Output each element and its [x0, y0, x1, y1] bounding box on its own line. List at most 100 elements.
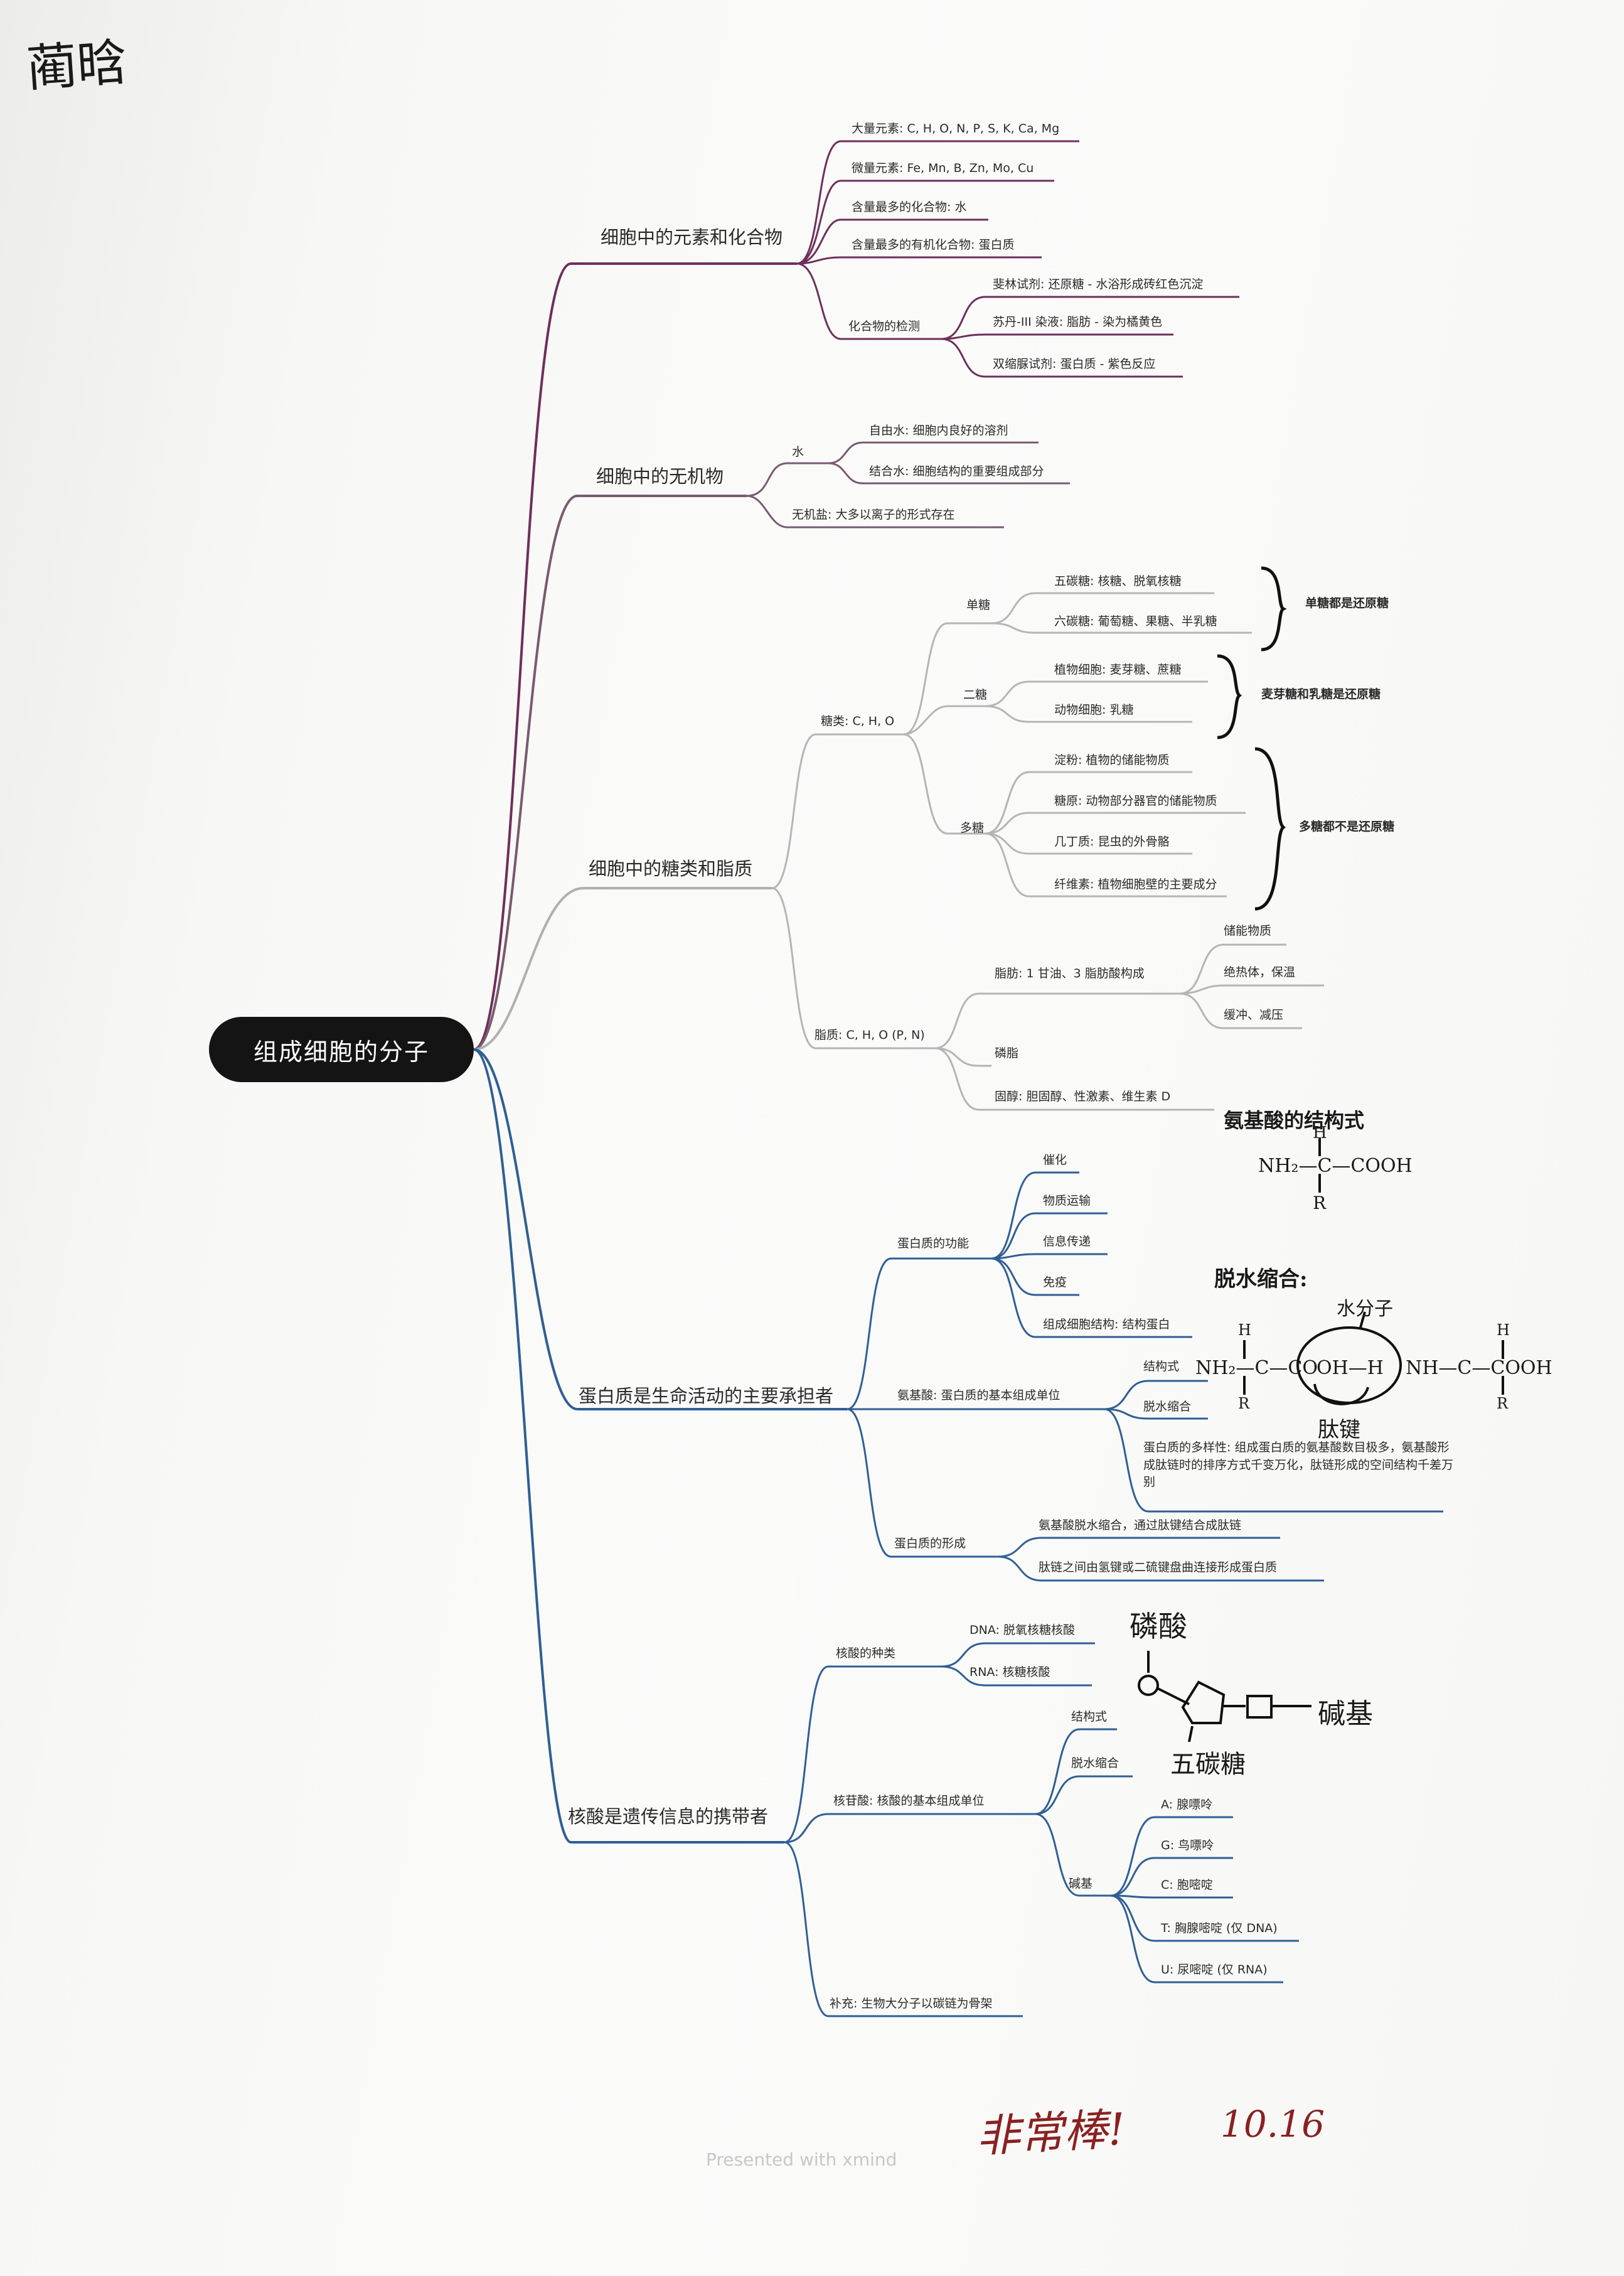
node-protein-function[interactable]: 蛋白质的功能: [897, 1237, 970, 1250]
branch-elements[interactable]: 细胞中的元素和化合物: [601, 227, 783, 248]
handwritten-date: 10.16: [1221, 2103, 1325, 2145]
node-phospholipid[interactable]: 磷脂: [995, 1046, 1019, 1060]
edge-root-protein: [473, 1048, 847, 1410]
brace-polysaccharide: [1254, 747, 1286, 911]
node-starch[interactable]: 淀粉: 植物的储能物质: [1054, 753, 1170, 767]
edge-root-sugars: [473, 887, 772, 1051]
water-pointer: [1359, 1311, 1366, 1328]
node-most-organic[interactable]: 含量最多的有机化合物: 蛋白质: [852, 238, 1015, 252]
phosphate-circle: [1138, 1675, 1159, 1696]
node-base-t[interactable]: T: 胸腺嘧啶 (仅 DNA): [1161, 1921, 1278, 1935]
brace-monosaccharide: [1261, 566, 1287, 652]
handwritten-phosphate: 磷酸: [1130, 1609, 1187, 1643]
node-chitin[interactable]: 几丁质: 昆虫的外骨骼: [1054, 835, 1170, 849]
handwritten-cond-circle: OH—H: [1317, 1357, 1384, 1379]
node-base-u[interactable]: U: 尿嘧啶 (仅 RNA): [1161, 1963, 1268, 1977]
node-nucleic-types[interactable]: 核酸的种类: [836, 1646, 896, 1660]
sugar-pointer: [1188, 1726, 1194, 1742]
node-amino-condensation[interactable]: 脱水缩合: [1143, 1400, 1192, 1414]
handwritten-cond-left: NH₂—C—CO: [1195, 1357, 1318, 1379]
node-fehling[interactable]: 斐林试剂: 还原糖 - 水浴形成砖红色沉淀: [993, 277, 1204, 291]
base-box: [1246, 1695, 1273, 1719]
node-bases[interactable]: 碱基: [1069, 1877, 1093, 1891]
node-polysaccharide[interactable]: 多糖: [960, 821, 985, 835]
node-lipids[interactable]: 脂质: C, H, O (P, N): [815, 1028, 925, 1042]
handwritten-water-label: 水分子: [1337, 1298, 1393, 1320]
node-protein-formation[interactable]: 蛋白质的形成: [894, 1537, 966, 1550]
branch-sugars-lipids[interactable]: 细胞中的糖类和脂质: [589, 858, 753, 879]
handwritten-signature: 蔺晗: [24, 33, 129, 99]
node-sudan[interactable]: 苏丹-III 染液: 脂肪 - 染为橘黄色: [993, 315, 1163, 329]
peptide-bracket: [1313, 1383, 1369, 1405]
node-structural-protein[interactable]: 组成细胞结构: 结构蛋白: [1043, 1318, 1170, 1331]
edge-root-nucleic: [473, 1048, 784, 1844]
xmind-footer: Presented with xmind: [706, 2149, 897, 2170]
branch-protein[interactable]: 蛋白质是生命活动的主要承担者: [579, 1385, 834, 1407]
root-node[interactable]: 组成细胞的分子: [209, 1017, 474, 1082]
node-fat[interactable]: 脂肪: 1 甘油、3 脂肪酸构成: [995, 967, 1145, 980]
node-free-water[interactable]: 自由水: 细胞内良好的溶剂: [869, 424, 1008, 437]
node-protein-diversity[interactable]: 蛋白质的多样性: 组成蛋白质的氨基酸数目极多，氨基酸形成肽链时的排序方式千变万化…: [1143, 1441, 1454, 1490]
node-macro-elements[interactable]: 大量元素: C, H, O, N, P, S, K, Ca, Mg: [852, 122, 1060, 136]
node-monosaccharide[interactable]: 单糖: [966, 598, 991, 612]
node-nucleotide-structure[interactable]: 结构式: [1071, 1710, 1108, 1724]
node-most-compound[interactable]: 含量最多的化合物: 水: [852, 200, 967, 214]
node-transport[interactable]: 物质运输: [1043, 1194, 1091, 1208]
node-protein-folding[interactable]: 肽链之间由氢键或二硫键盘曲连接形成蛋白质: [1039, 1560, 1278, 1574]
node-base-a[interactable]: A: 腺嘌呤: [1161, 1798, 1213, 1812]
node-carbon-skeleton[interactable]: 补充: 生物大分子以碳链为骨架: [830, 1997, 993, 2010]
node-biuret[interactable]: 双缩脲试剂: 蛋白质 - 紫色反应: [993, 357, 1156, 371]
node-base-c[interactable]: C: 胞嘧啶: [1161, 1878, 1213, 1892]
node-detection[interactable]: 化合物的检测: [848, 319, 921, 333]
edge-root-inorganic: [473, 495, 747, 1051]
handwritten-cond-r-left: R: [1238, 1395, 1250, 1412]
node-amino-structure[interactable]: 结构式: [1143, 1360, 1180, 1373]
node-cellulose[interactable]: 纤维素: 植物细胞壁的主要成分: [1054, 878, 1217, 891]
branch-inorganic[interactable]: 细胞中的无机物: [596, 466, 724, 487]
handwritten-amino-h: H: [1313, 1124, 1327, 1142]
node-amino-acid[interactable]: 氨基酸: 蛋白质的基本组成单位: [897, 1388, 1060, 1402]
handwritten-sugar: 五碳糖: [1170, 1750, 1246, 1779]
node-pentose[interactable]: 五碳糖: 核糖、脱氧核糖: [1054, 574, 1182, 588]
node-disaccharide[interactable]: 二糖: [963, 688, 988, 702]
node-trace-elements[interactable]: 微量元素: Fe, Mn, B, Zn, Mo, Cu: [852, 161, 1034, 175]
handwritten-praise: 非常棒!: [975, 2103, 1127, 2163]
note-monosaccharide-reducing: 单糖都是还原糖: [1305, 596, 1389, 610]
note-disaccharide-reducing: 麦芽糖和乳糖是还原糖: [1261, 687, 1381, 701]
node-carbohydrates[interactable]: 糖类: C, H, O: [821, 714, 895, 728]
node-immunity[interactable]: 免疫: [1043, 1275, 1067, 1289]
node-catalysis[interactable]: 催化: [1043, 1153, 1067, 1167]
node-water[interactable]: 水: [792, 445, 804, 459]
phosphate-sugar-bond: [1157, 1687, 1190, 1705]
handwritten-peptide-label: 肽键: [1318, 1417, 1360, 1442]
node-insulation[interactable]: 绝热体，保温: [1224, 965, 1296, 979]
node-energy-storage[interactable]: 储能物质: [1224, 924, 1272, 938]
handwritten-cond-h-left: H: [1238, 1321, 1251, 1339]
note-polysaccharide-nonreducing: 多糖都不是还原糖: [1299, 820, 1395, 834]
node-signaling[interactable]: 信息传递: [1043, 1235, 1091, 1248]
handwritten-cond-h-right: H: [1497, 1321, 1510, 1339]
node-base-g[interactable]: G: 鸟嘌呤: [1161, 1839, 1214, 1852]
node-hexose[interactable]: 六碳糖: 葡萄糖、果糖、半乳糖: [1054, 615, 1217, 628]
handwritten-cond-right: NH—C—COOH: [1406, 1357, 1552, 1379]
handwritten-cond-r-right: R: [1497, 1395, 1509, 1412]
branch-nucleic-acid[interactable]: 核酸是遗传信息的携带者: [568, 1806, 769, 1827]
node-animal-disaccharide[interactable]: 动物细胞: 乳糖: [1054, 703, 1134, 717]
node-nucleotide-condensation[interactable]: 脱水缩合: [1071, 1756, 1119, 1770]
node-nucleotide[interactable]: 核苷酸: 核酸的基本组成单位: [833, 1794, 985, 1808]
node-plant-disaccharide[interactable]: 植物细胞: 麦芽糖、蔗糖: [1054, 663, 1182, 677]
node-dna[interactable]: DNA: 脱氧核糖核酸: [970, 1623, 1075, 1637]
node-peptide-formation[interactable]: 氨基酸脱水缩合，通过肽键结合成肽链: [1039, 1518, 1242, 1532]
node-sterol[interactable]: 固醇: 胆固醇、性激素、维生素 D: [995, 1090, 1171, 1103]
node-cushion[interactable]: 缓冲、减压: [1224, 1008, 1284, 1022]
node-glycogen[interactable]: 糖原: 动物部分器官的储能物质: [1054, 794, 1217, 808]
node-rna[interactable]: RNA: 核糖核酸: [970, 1665, 1050, 1679]
handwritten-amino-r: R: [1313, 1193, 1327, 1213]
handwritten-amino-title: 氨基酸的结构式: [1224, 1108, 1365, 1132]
node-salts[interactable]: 无机盐: 大多以离子的形式存在: [792, 508, 955, 522]
edge-root-elements: [473, 262, 797, 1051]
node-bound-water[interactable]: 结合水: 细胞结构的重要组成部分: [869, 464, 1044, 478]
handwritten-base: 碱基: [1318, 1698, 1373, 1730]
handwritten-amino-formula: NH₂—C—COOH: [1258, 1155, 1413, 1177]
